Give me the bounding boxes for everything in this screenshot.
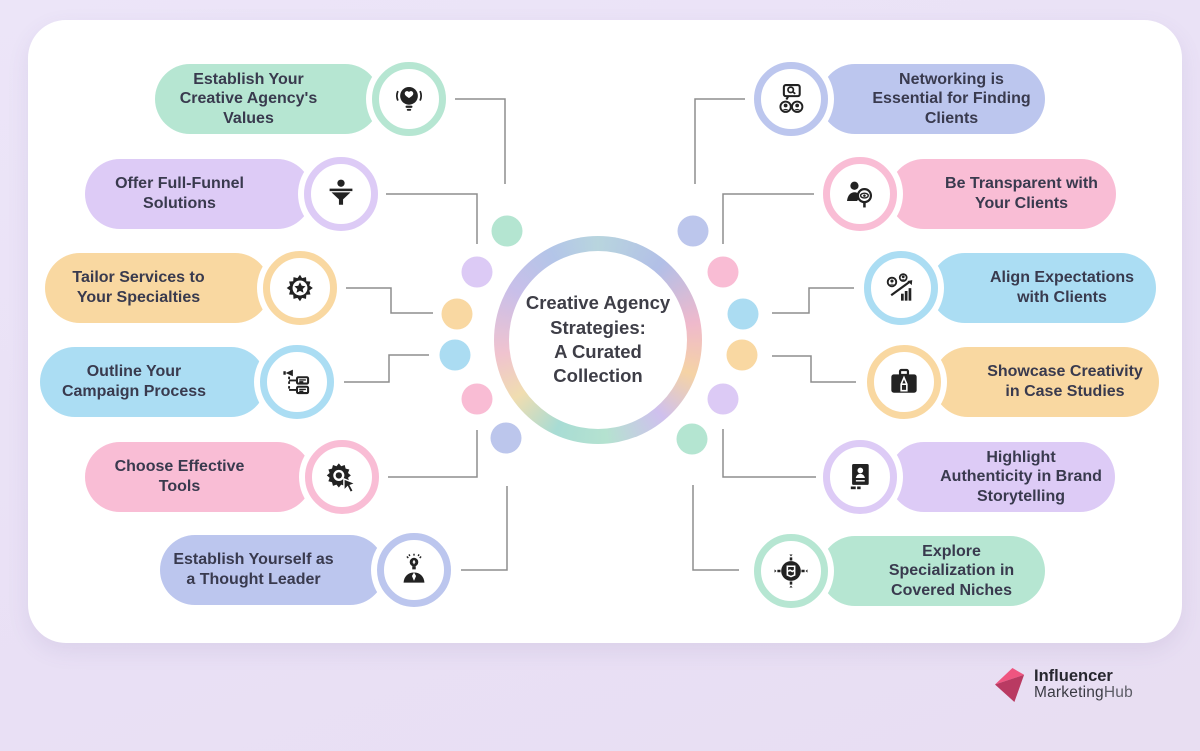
hub-dots — [439, 215, 759, 455]
hub-dot — [707, 256, 739, 288]
logo-line1: Influencer — [1034, 666, 1113, 685]
hub-dot — [441, 298, 473, 330]
networking-chat-icon — [754, 62, 828, 136]
strategy-label: Networking is Essential for Finding Clie… — [872, 70, 1031, 127]
strategy-pill: Highlight Authenticity in Brand Storytel… — [889, 442, 1115, 512]
hub-dot — [461, 256, 493, 288]
gear-star-icon — [263, 251, 337, 325]
center-title: Creative Agency Strategies: A Curated Co… — [509, 251, 687, 429]
strategy-label: Explore Specialization in Covered Niches — [888, 542, 1015, 599]
hub-dot — [676, 423, 708, 455]
connector-r1 — [694, 98, 745, 184]
target-niche-icon — [754, 534, 828, 608]
strategy-pill: Align Expectations with Clients — [930, 253, 1156, 323]
strategy-label: Highlight Authenticity in Brand Storytel… — [940, 448, 1102, 505]
logo-text: Influencer MarketingHub — [1034, 666, 1133, 702]
hub-dot — [726, 339, 758, 371]
hub-dot — [677, 215, 709, 247]
strategy-pill: Networking is Essential for Finding Clie… — [820, 64, 1045, 134]
strategy-label: Establish Your Creative Agency's Values — [179, 70, 318, 127]
strategy-label: Establish Yourself as a Thought Leader — [173, 551, 334, 588]
campaign-process-icon — [260, 345, 334, 419]
logo-mark-icon — [994, 668, 1025, 702]
connector-l2 — [386, 193, 478, 244]
hub-dot — [461, 383, 493, 415]
logo-mark-light — [994, 668, 1025, 685]
strategy-pill: Establish Yourself as a Thought Leader — [160, 535, 385, 605]
connector-r2 — [722, 193, 814, 244]
briefcase-pencil-icon — [867, 345, 941, 419]
strategy-label: Offer Full-Funnel Solutions — [115, 175, 244, 212]
thought-leader-icon — [377, 533, 451, 607]
id-badge-icon — [823, 440, 897, 514]
hub-dot — [727, 298, 759, 330]
connector-l4 — [344, 354, 429, 383]
connector-l3 — [346, 287, 433, 314]
logo-line2: MarketingHub — [1034, 684, 1133, 702]
strategy-label: Align Expectations with Clients — [989, 269, 1135, 306]
values-bulb-heart-icon — [372, 62, 446, 136]
connector-r6 — [692, 485, 739, 571]
connector-r5 — [722, 429, 816, 478]
strategy-label: Tailor Services to Your Specialties — [72, 269, 205, 306]
strategy-pill: Choose Effective Tools — [85, 442, 312, 512]
strategy-pill: Showcase Creativity in Case Studies — [933, 347, 1159, 417]
center-gradient-ring: Creative Agency Strategies: A Curated Co… — [494, 236, 702, 444]
transparency-magnifier-icon — [823, 157, 897, 231]
strategy-pill: Establish Your Creative Agency's Values — [155, 64, 380, 134]
strategy-label: Showcase Creativity in Case Studies — [987, 363, 1143, 400]
strategy-pill: Offer Full-Funnel Solutions — [85, 159, 312, 229]
funnel-icon — [304, 157, 378, 231]
strategy-label: Choose Effective Tools — [114, 458, 245, 495]
expectations-chart-icon — [864, 251, 938, 325]
hub-dot — [491, 215, 523, 247]
strategy-pill: Outline Your Campaign Process — [40, 347, 266, 417]
connector-l6 — [461, 486, 508, 571]
connector-lines — [344, 98, 856, 571]
hub-dot — [490, 422, 522, 454]
logo-mark-dark — [994, 674, 1025, 702]
strategy-label: Outline Your Campaign Process — [61, 363, 207, 400]
strategy-pill: Be Transparent with Your Clients — [889, 159, 1116, 229]
tools-gear-cursor-icon — [305, 440, 379, 514]
connector-r3 — [772, 287, 854, 314]
strategy-pill: Tailor Services to Your Specialties — [45, 253, 270, 323]
logo-hub: Hub — [1103, 684, 1133, 702]
connector-r4 — [772, 355, 856, 383]
strategy-label: Be Transparent with Your Clients — [945, 175, 1098, 212]
hub-dot — [439, 339, 471, 371]
logo-marketing: Marketing — [1034, 684, 1104, 702]
hub-dot — [707, 383, 739, 415]
connector-l5 — [388, 430, 478, 478]
influencer-marketinghub-logo: Influencer MarketingHub — [994, 665, 1133, 704]
strategy-pill: Explore Specialization in Covered Niches — [820, 536, 1045, 606]
connector-l1 — [455, 98, 506, 184]
